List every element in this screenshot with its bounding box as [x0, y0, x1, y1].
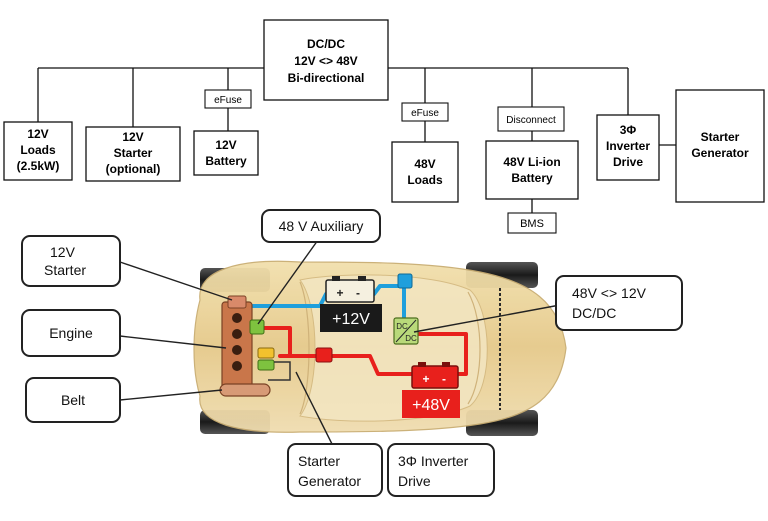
loads-48v-block: 48V Loads — [391, 141, 459, 203]
dcdc-line2: 12V <> 48V — [294, 54, 357, 68]
car-illustration: + - +12V + - +48V DC DC — [193, 260, 567, 436]
starter12-line1: 12V — [122, 130, 143, 144]
callout-12v-starter: 12V Starter — [21, 235, 121, 287]
belt — [219, 383, 271, 397]
callout-belt-label: Belt — [61, 392, 85, 408]
dcdc-line3: Bi-directional — [288, 71, 365, 85]
starter-gen-module-bottom — [257, 359, 275, 371]
efuse-left-label: eFuse — [214, 95, 242, 106]
car-windshield — [299, 281, 310, 415]
battery48-plus: + — [422, 372, 429, 386]
callout-sg-line1: Starter — [298, 453, 340, 469]
connector-12v — [397, 273, 413, 289]
loads48-line1: 48V — [414, 157, 435, 171]
loads12-line3: (2.5kW) — [17, 159, 60, 173]
loads48-line2: Loads — [407, 173, 443, 187]
car-rear-window — [467, 291, 481, 405]
callout-engine: Engine — [21, 309, 121, 357]
loads-12v-block: 12V Loads (2.5kW) — [3, 121, 73, 181]
battery48-line1: 48V Li-ion — [503, 155, 560, 169]
loads12-line1: 12V — [27, 127, 48, 141]
dcdc-chip-top: DC — [396, 322, 408, 331]
callout-inverter-drive: 3Φ Inverter Drive — [387, 443, 495, 497]
callout-dcdc: 48V <> 12V DC/DC — [555, 275, 683, 331]
bms-label: BMS — [520, 218, 544, 230]
battery-48v: + - +48V — [402, 362, 460, 418]
callout-leaders — [119, 239, 561, 445]
inverter-line3: Drive — [613, 155, 643, 169]
callout-sg-line2: Generator — [298, 473, 361, 489]
battery-12v: + - +12V — [320, 276, 382, 332]
inverter-drive-block: 3Φ Inverter Drive — [596, 114, 660, 181]
battery48-line2: Battery — [511, 171, 553, 185]
battery-12v-block: 12V Battery — [193, 130, 259, 176]
starter-generator-block: Starter Generator — [675, 89, 765, 203]
callout-dcdc-line2: DC/DC — [572, 305, 616, 321]
callout-starter-line2: Starter — [44, 262, 86, 278]
bms-block: BMS — [507, 212, 557, 234]
battery12-line1: 12V — [215, 138, 236, 152]
starter12-line2: Starter — [114, 146, 153, 160]
callout-inv-line2: Drive — [398, 473, 431, 489]
dcdc-converter-block: DC/DC 12V <> 48V Bi-directional — [263, 19, 389, 101]
battery48-label: +48V — [412, 397, 450, 414]
aux-48v-module — [249, 319, 265, 335]
efuse-right-block: eFuse — [401, 102, 449, 122]
efuse-left-block: eFuse — [204, 89, 252, 109]
callout-belt: Belt — [25, 377, 121, 423]
callout-inv-line1: 3Φ Inverter — [398, 453, 469, 469]
battery12-label: +12V — [332, 311, 370, 328]
starter-gen-line2: Generator — [691, 146, 749, 160]
efuse-right-label: eFuse — [411, 108, 439, 119]
dcdc-chip-bottom: DC — [405, 334, 417, 343]
starter-12v-block: 12V Starter (optional) — [85, 126, 181, 182]
battery12-plus: + — [336, 286, 343, 300]
starter-gen-bracket — [268, 361, 291, 381]
inverter-line1: 3Φ — [620, 123, 637, 137]
disconnect-label: Disconnect — [506, 115, 556, 126]
dcdc-chip: DC DC — [393, 317, 419, 345]
fuse-48v — [315, 347, 333, 363]
callout-starter-line1: 12V — [50, 244, 76, 260]
starter-gen-module-top — [257, 347, 275, 359]
callout-48v-auxiliary: 48 V Auxiliary — [261, 209, 381, 243]
engine-block — [221, 295, 253, 389]
battery12-line2: Battery — [205, 154, 247, 168]
callout-dcdc-line1: 48V <> 12V — [572, 285, 647, 301]
battery12-minus: - — [356, 286, 360, 300]
starter12-line3: (optional) — [106, 162, 161, 176]
loads12-line2: Loads — [20, 143, 56, 157]
callout-aux-label: 48 V Auxiliary — [279, 218, 364, 234]
dcdc-line1: DC/DC — [307, 37, 345, 51]
starter-gen-line1: Starter — [701, 130, 740, 144]
block-diagram — [37, 67, 676, 213]
battery-48v-block: 48V Li-ion Battery — [485, 140, 579, 200]
inverter-line2: Inverter — [606, 139, 650, 153]
battery48-minus: - — [442, 372, 446, 386]
disconnect-block: Disconnect — [497, 106, 565, 132]
callout-starter-generator: Starter Generator — [287, 443, 383, 497]
callout-engine-label: Engine — [49, 325, 93, 341]
